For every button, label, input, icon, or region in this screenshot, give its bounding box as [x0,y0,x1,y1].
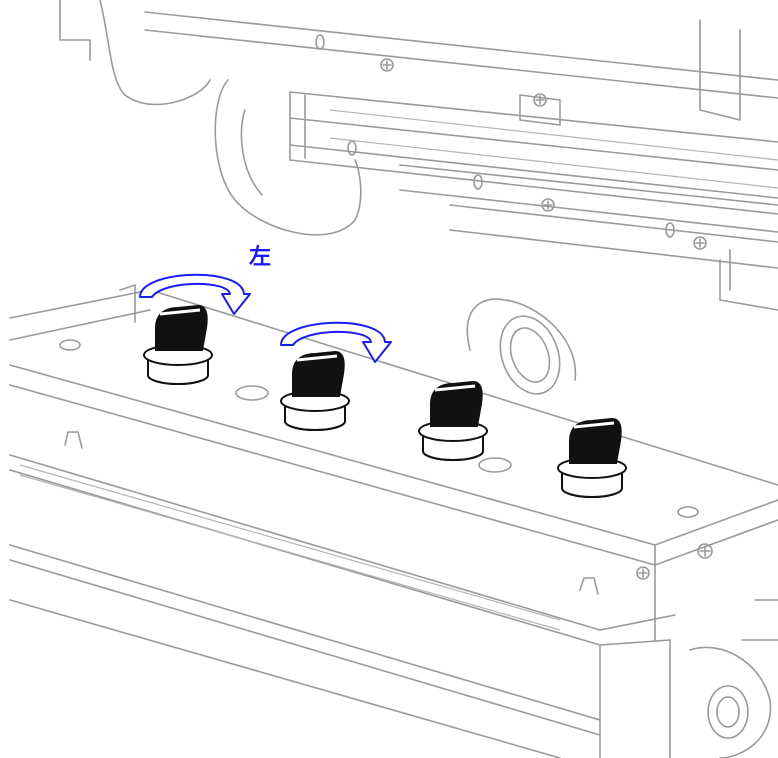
left-direction-label: 左 [249,244,271,270]
roller [466,298,577,395]
knob-1 [143,304,213,385]
adjustment-knob-icon [418,380,488,461]
adjustment-knob-icon [143,304,213,385]
screw-icon [541,198,555,212]
upper-mechanism [59,0,778,311]
screw-icon [693,236,707,250]
screw-icon [636,566,650,580]
knob-4 [557,417,627,498]
adjustment-knob-icon [557,417,627,498]
screw-icon [697,543,713,559]
knob-2 [280,350,350,431]
screw-icon [533,93,547,107]
knob-3 [418,380,488,461]
adjustment-knob-icon [280,350,350,431]
screw-icon [380,58,394,72]
printhead-housing [9,284,778,758]
clockwise-rotation-arrow-icon [280,321,392,363]
clockwise-rotation-arrow-icon [139,273,251,315]
